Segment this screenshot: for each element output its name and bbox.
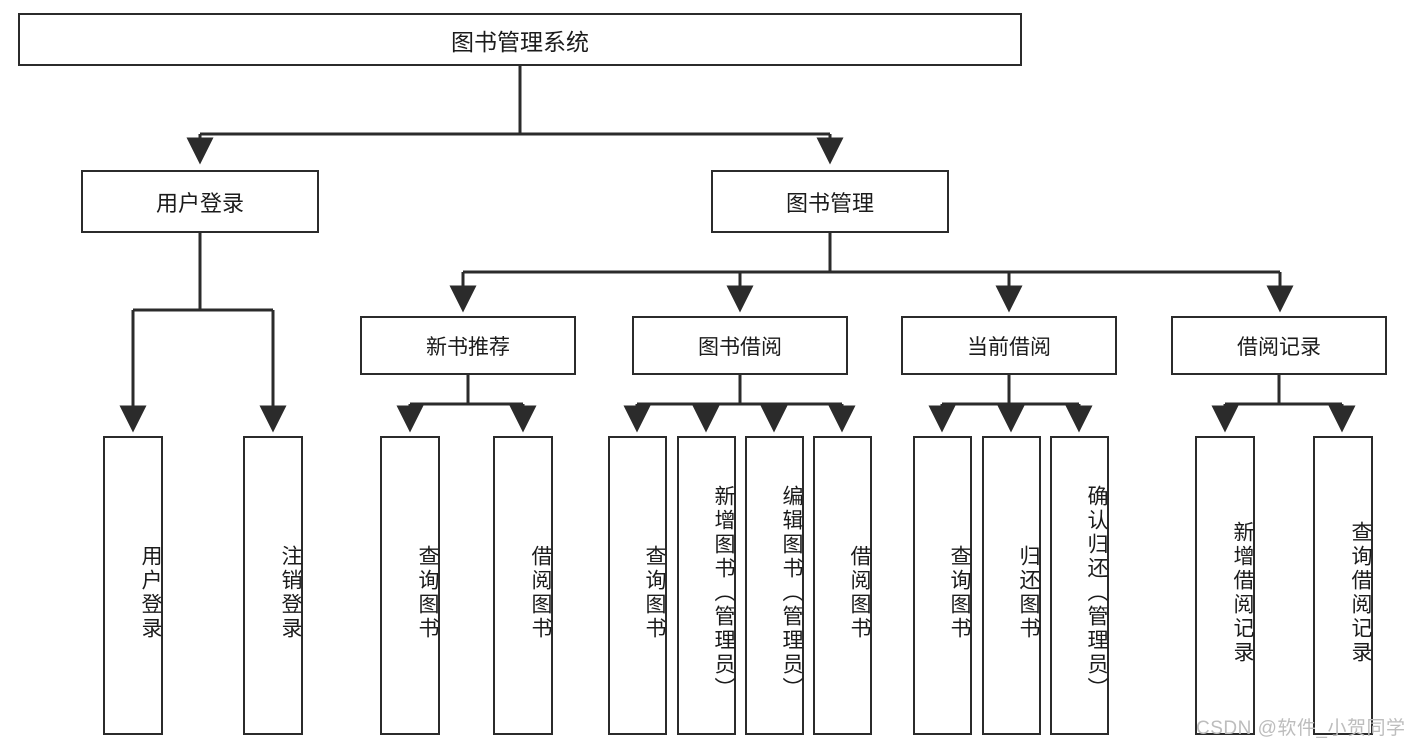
- leaf-edit-book-admin[interactable]: 编辑图书（管理员）: [745, 436, 804, 735]
- node-label: 确认归还（管理员）: [1085, 484, 1108, 701]
- node-label: 借阅图书: [529, 544, 552, 641]
- node-label: 查询借阅记录: [1349, 520, 1372, 665]
- leaf-add-book-admin[interactable]: 新增图书（管理员）: [677, 436, 736, 735]
- leaf-confirm-return-admin[interactable]: 确认归还（管理员）: [1050, 436, 1109, 735]
- node-label: 图书管理系统: [451, 28, 589, 55]
- node-label: 归还图书: [1017, 544, 1040, 641]
- leaf-query-book-current[interactable]: 查询图书: [913, 436, 972, 735]
- node-label: 编辑图书（管理员）: [780, 484, 803, 701]
- leaf-add-borrow-record[interactable]: 新增借阅记录: [1195, 436, 1255, 735]
- node-new-book-recommend[interactable]: 新书推荐: [360, 316, 576, 375]
- leaf-query-book-recommend[interactable]: 查询图书: [380, 436, 440, 735]
- node-label: 借阅记录: [1237, 335, 1321, 359]
- node-label: 图书管理: [785, 190, 874, 216]
- node-label: 查询图书: [416, 544, 439, 641]
- leaf-query-book[interactable]: 查询图书: [608, 436, 667, 735]
- leaf-query-borrow-record[interactable]: 查询借阅记录: [1313, 436, 1373, 735]
- leaf-borrow-book-recommend[interactable]: 借阅图书: [493, 436, 553, 735]
- node-book-borrow[interactable]: 图书借阅: [632, 316, 848, 375]
- node-label: 查询图书: [948, 544, 971, 641]
- node-label: 借阅图书: [848, 544, 871, 641]
- node-borrow-record[interactable]: 借阅记录: [1171, 316, 1387, 375]
- node-current-borrow[interactable]: 当前借阅: [901, 316, 1117, 375]
- node-label: 新书推荐: [426, 335, 510, 359]
- node-label: 新增借阅记录: [1231, 520, 1254, 665]
- node-label: 用户登录: [139, 544, 162, 641]
- node-label: 注销登录: [279, 544, 302, 641]
- node-label: 当前借阅: [967, 335, 1051, 359]
- node-label: 新增图书（管理员）: [712, 484, 735, 701]
- leaf-logout-login[interactable]: 注销登录: [243, 436, 303, 735]
- leaf-user-login[interactable]: 用户登录: [103, 436, 163, 735]
- node-user-login[interactable]: 用户登录: [81, 170, 319, 233]
- node-book-management[interactable]: 图书管理: [711, 170, 949, 233]
- node-label: 查询图书: [643, 544, 666, 641]
- node-root-book-management-system[interactable]: 图书管理系统: [18, 13, 1022, 66]
- csdn-watermark: CSDN @软件_小贺同学: [1196, 718, 1405, 739]
- leaf-borrow-book[interactable]: 借阅图书: [813, 436, 872, 735]
- node-label: 用户登录: [155, 190, 244, 216]
- node-label: 图书借阅: [698, 335, 782, 359]
- leaf-return-book[interactable]: 归还图书: [982, 436, 1041, 735]
